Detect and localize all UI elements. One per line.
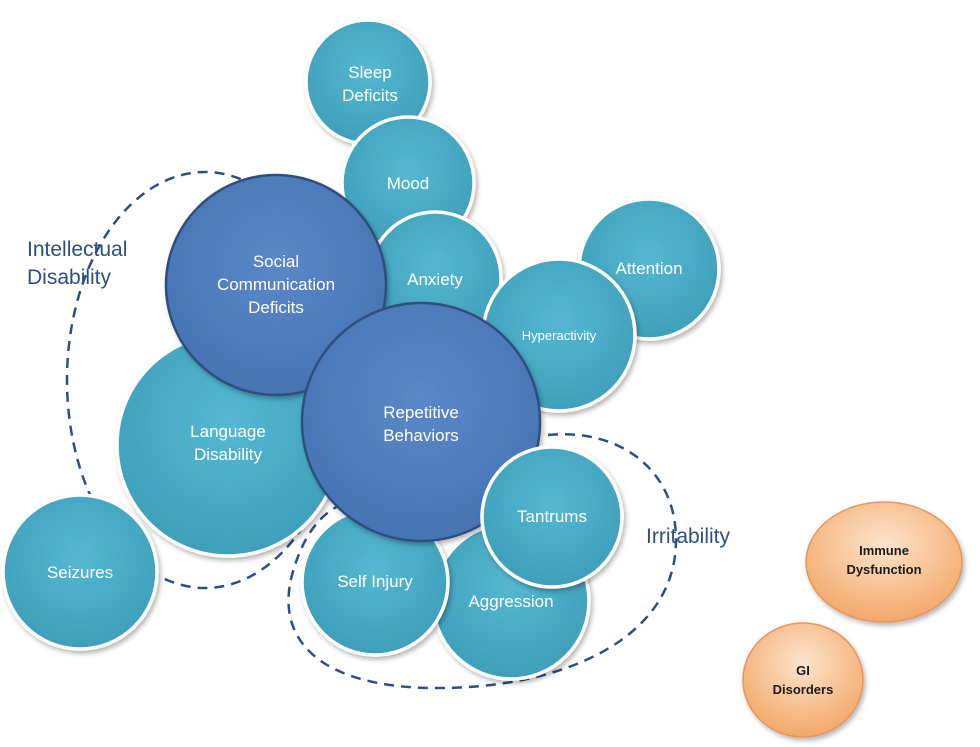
hyperactivity-label: Hyperactivity <box>522 328 597 343</box>
social-label-line3: Deficits <box>248 298 304 317</box>
sleep-label-line1: Sleep <box>348 63 391 82</box>
attention-label: Attention <box>615 259 682 278</box>
irritability-outline <box>287 432 678 690</box>
repetitive-label-line1: Repetitive <box>383 403 459 422</box>
tantrums-label: Tantrums <box>517 507 587 526</box>
language-label-line1: Language <box>190 422 266 441</box>
aggression-label: Aggression <box>468 592 553 611</box>
sleep-label-line2: Deficits <box>342 86 398 105</box>
gi-label-line1: GI <box>796 663 810 678</box>
self-injury-label: Self Injury <box>337 572 413 591</box>
immune-label-line2: Dysfunction <box>846 562 921 577</box>
mood-label: Mood <box>387 174 430 193</box>
circle-gi-disorders <box>742 622 864 738</box>
circle-social-communication-deficits <box>164 173 388 397</box>
irritability-label: Irritability <box>646 525 731 548</box>
repetitive-label-line2: Behaviors <box>383 426 459 445</box>
circle-repetitive-behaviors <box>300 301 542 543</box>
social-label-line1: Social <box>253 252 299 271</box>
immune-label-line1: Immune <box>859 543 909 558</box>
intellectual-disability-label-line1: Intellectual <box>27 238 127 261</box>
anxiety-label: Anxiety <box>407 270 463 289</box>
circle-tantrums <box>480 445 624 589</box>
circle-seizures <box>1 493 159 651</box>
intellectual-disability-label-line2: Disability <box>27 266 112 289</box>
language-label-line2: Disability <box>194 445 263 464</box>
gi-label-line2: Disorders <box>773 682 834 697</box>
circle-immune-dysfunction <box>805 501 963 623</box>
social-label-line2: Communication <box>217 275 335 294</box>
seizures-label: Seizures <box>47 563 113 582</box>
